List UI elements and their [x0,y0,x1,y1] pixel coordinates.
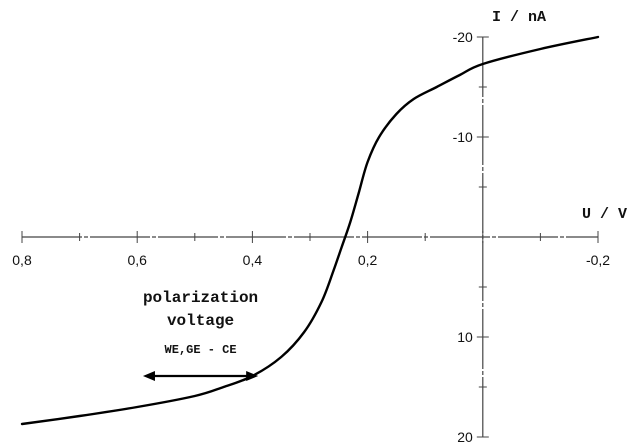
x-tick-label: 0,4 [243,252,263,268]
x-tick-label: 0,6 [127,252,147,268]
y-axis-title: I / nA [492,9,546,26]
y-tick-label: -10 [453,129,473,145]
arrow-head-left [142,371,155,381]
ticks [21,36,599,438]
annotation-polarization: polarization [143,289,258,307]
annotation-voltage: voltage [167,312,234,330]
iv-curve [20,35,600,426]
y-tick-label: 20 [457,429,473,445]
x-axis-title: U / V [582,206,627,223]
x-tick-label: 0,2 [358,252,378,268]
x-tick-label: 0,8 [12,252,32,268]
double-arrow [142,371,259,381]
x-tick-label: -0,2 [586,252,610,268]
y-tick-label: -20 [453,29,473,45]
y-tick-label: 10 [457,329,473,345]
tick-labels: 0,8 0,6 0,4 0,2 -0,2 -20 -10 10 20 [12,29,610,445]
arrow-head-right [246,371,259,381]
annotation-electrodes: WE,GE - CE [165,343,237,357]
